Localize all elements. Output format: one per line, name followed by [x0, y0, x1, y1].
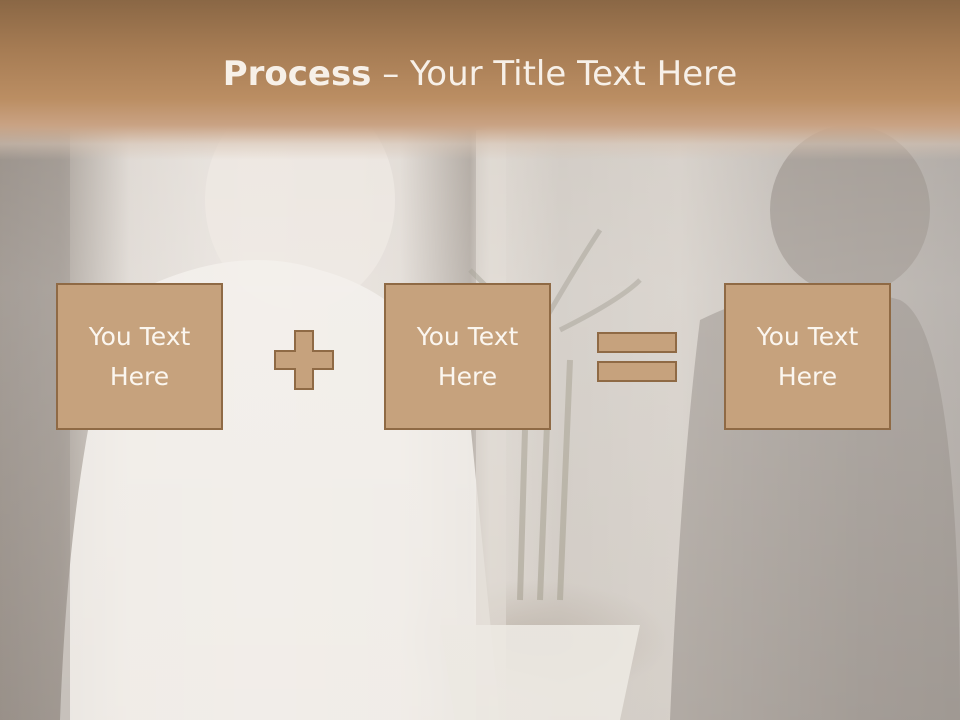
process-box-1-text: You Text Here	[88, 321, 191, 391]
title-rest: – Your Title Text Here	[371, 54, 738, 94]
title-bar	[0, 0, 960, 160]
process-box-2-text: You Text Here	[416, 321, 519, 391]
process-box-2[interactable]: You Text Here	[384, 283, 551, 430]
slide-title: Process – Your Title Text Here	[0, 52, 960, 96]
equals-icon	[596, 331, 678, 385]
process-box-1[interactable]: You Text Here	[56, 283, 223, 430]
process-box-3-text: You Text Here	[756, 321, 859, 391]
title-strong: Process	[222, 54, 372, 94]
plus-icon	[273, 329, 335, 391]
process-box-3[interactable]: You Text Here	[724, 283, 891, 430]
